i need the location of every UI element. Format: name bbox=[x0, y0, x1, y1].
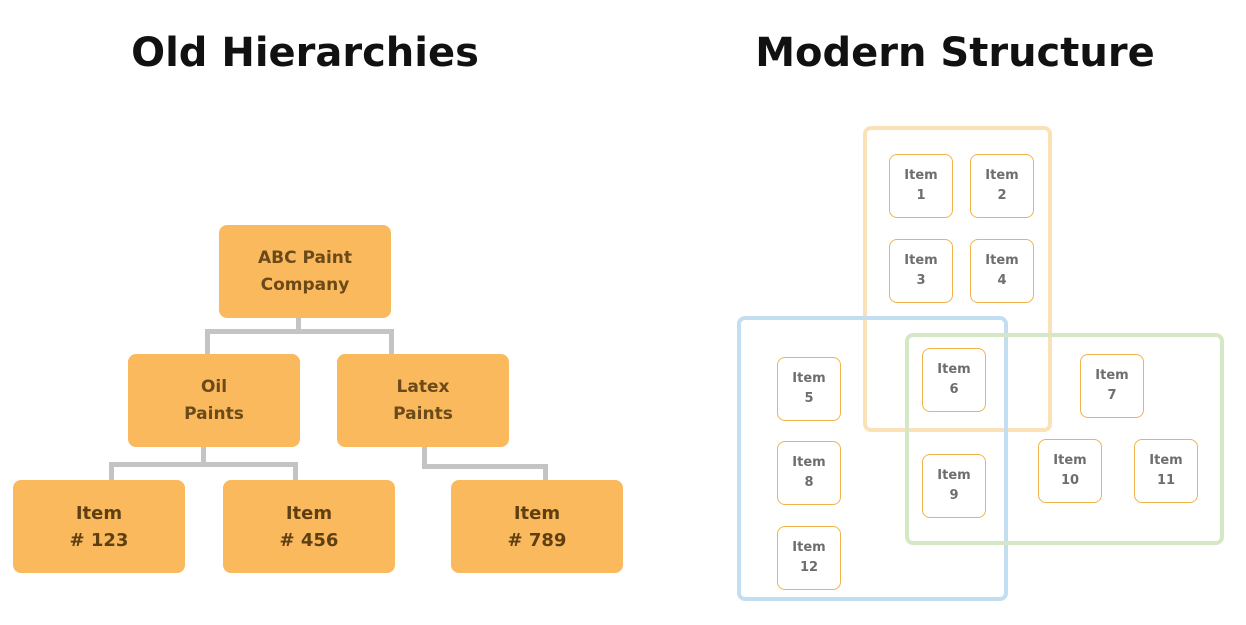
modern-item-12: Item 12 bbox=[777, 526, 841, 590]
modern-item-10-number: 10 bbox=[1060, 473, 1080, 488]
connector-oil-stem bbox=[201, 446, 206, 464]
group-region-green bbox=[905, 333, 1224, 545]
modern-item-6: Item 6 bbox=[922, 348, 986, 412]
connector-oil-item456 bbox=[293, 462, 298, 482]
connector-oil-bar bbox=[109, 462, 298, 467]
modern-item-4-label: Item bbox=[985, 253, 1019, 268]
org-root-line1: ABC Paint bbox=[257, 247, 353, 268]
modern-item-3-number: 3 bbox=[916, 273, 926, 288]
modern-item-9: Item 9 bbox=[922, 454, 986, 518]
modern-item-1: Item 1 bbox=[889, 154, 953, 218]
group-region-orange bbox=[863, 126, 1052, 432]
org-item-789: Item # 789 bbox=[451, 480, 623, 573]
modern-item-10: Item 10 bbox=[1038, 439, 1102, 503]
connector-root-latex bbox=[389, 329, 394, 356]
modern-item-12-label: Item bbox=[792, 540, 826, 555]
modern-item-11-label: Item bbox=[1149, 453, 1183, 468]
modern-item-6-number: 6 bbox=[949, 382, 959, 397]
org-item-123-line1: Item bbox=[75, 502, 123, 524]
org-item-456: Item # 456 bbox=[223, 480, 395, 573]
modern-item-5-label: Item bbox=[792, 371, 826, 386]
modern-item-1-number: 1 bbox=[916, 188, 926, 203]
org-latex-line1: Latex bbox=[396, 376, 450, 397]
org-root-abc-paint: ABC Paint Company bbox=[219, 225, 391, 318]
modern-item-5-number: 5 bbox=[804, 391, 814, 406]
connector-latex-item789 bbox=[543, 464, 548, 482]
group-region-blue bbox=[737, 316, 1008, 601]
modern-item-8-label: Item bbox=[792, 455, 826, 470]
org-item-456-line1: Item bbox=[285, 502, 333, 524]
modern-item-2-number: 2 bbox=[997, 188, 1007, 203]
modern-item-11-number: 11 bbox=[1156, 473, 1176, 488]
modern-item-8: Item 8 bbox=[777, 441, 841, 505]
org-item-789-line1: Item bbox=[513, 502, 561, 524]
modern-item-9-number: 9 bbox=[949, 488, 959, 503]
old-hierarchies-title: Old Hierarchies bbox=[131, 30, 479, 76]
modern-item-10-label: Item bbox=[1053, 453, 1087, 468]
modern-item-3-label: Item bbox=[904, 253, 938, 268]
org-item-456-line2: # 456 bbox=[279, 529, 339, 551]
connector-root-bar bbox=[205, 329, 394, 334]
modern-item-5: Item 5 bbox=[777, 357, 841, 421]
org-latex-paints: Latex Paints bbox=[337, 354, 509, 447]
org-latex-line2: Paints bbox=[393, 403, 453, 424]
connector-oil-item123 bbox=[109, 462, 114, 482]
connector-latex-bar bbox=[422, 464, 548, 469]
org-item-123-line2: # 123 bbox=[69, 529, 129, 551]
org-oil-paints: Oil Paints bbox=[128, 354, 300, 447]
connector-root-oil bbox=[205, 329, 210, 356]
modern-item-8-number: 8 bbox=[804, 475, 814, 490]
connector-latex-stem bbox=[422, 446, 427, 468]
modern-structure-title: Modern Structure bbox=[755, 30, 1155, 76]
modern-item-1-label: Item bbox=[904, 168, 938, 183]
modern-item-11: Item 11 bbox=[1134, 439, 1198, 503]
org-item-123: Item # 123 bbox=[13, 480, 185, 573]
modern-item-7-label: Item bbox=[1095, 368, 1129, 383]
modern-item-3: Item 3 bbox=[889, 239, 953, 303]
org-item-789-line2: # 789 bbox=[507, 529, 567, 551]
connector-root-stem bbox=[296, 318, 301, 332]
modern-item-7-number: 7 bbox=[1107, 388, 1117, 403]
modern-item-2: Item 2 bbox=[970, 154, 1034, 218]
org-oil-line1: Oil bbox=[200, 376, 228, 397]
modern-item-7: Item 7 bbox=[1080, 354, 1144, 418]
org-oil-line2: Paints bbox=[184, 403, 244, 424]
modern-item-12-number: 12 bbox=[799, 560, 819, 575]
modern-item-4: Item 4 bbox=[970, 239, 1034, 303]
modern-item-4-number: 4 bbox=[997, 273, 1007, 288]
modern-item-6-label: Item bbox=[937, 362, 971, 377]
org-root-line2: Company bbox=[260, 274, 350, 295]
modern-item-9-label: Item bbox=[937, 468, 971, 483]
modern-item-2-label: Item bbox=[985, 168, 1019, 183]
